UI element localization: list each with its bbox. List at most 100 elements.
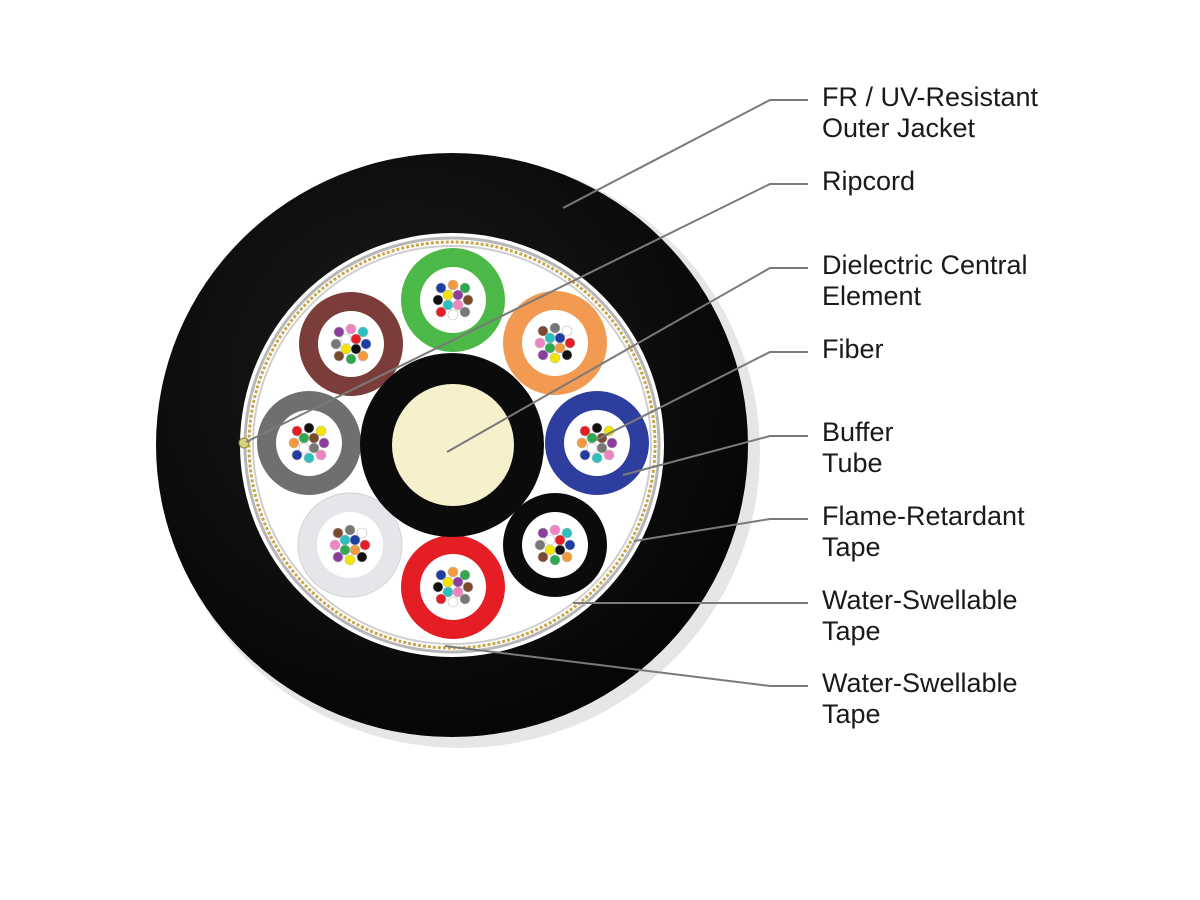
label-ripcord: Ripcord xyxy=(822,166,915,196)
label-water-swellable-tape-1: Water-Swellable Tape xyxy=(822,585,1025,646)
fiber xyxy=(564,539,576,551)
fiber xyxy=(318,437,330,449)
fiber xyxy=(603,449,615,461)
fiber xyxy=(288,437,300,449)
fiber xyxy=(561,349,573,361)
label-outer-jacket: FR / UV-Resistant Outer Jacket xyxy=(822,82,1046,143)
fiber xyxy=(561,527,573,539)
fiber xyxy=(349,534,361,546)
fiber xyxy=(339,534,351,546)
fiber xyxy=(344,554,356,566)
fiber xyxy=(442,576,454,588)
fiber xyxy=(303,452,315,464)
buffer-tube-gel xyxy=(564,410,630,476)
buffer-tube-gray-tube xyxy=(257,391,361,495)
leader-buffer-tube xyxy=(622,435,808,476)
fiber xyxy=(549,524,561,536)
fiber xyxy=(544,534,556,546)
fiber xyxy=(333,326,345,338)
fiber xyxy=(537,325,549,337)
fiber xyxy=(350,343,362,355)
leader-outer-jacket xyxy=(562,99,808,209)
fiber xyxy=(452,289,464,301)
fiber xyxy=(534,539,546,551)
leader-lines xyxy=(245,99,808,687)
fiber xyxy=(315,425,327,437)
leader-central-element xyxy=(446,267,808,453)
fiber xyxy=(349,544,361,556)
buffer-tube-red-tube xyxy=(401,535,505,639)
fiber xyxy=(459,593,471,605)
leader-ripcord xyxy=(245,183,808,443)
label-buffer-tube: Buffer Tube xyxy=(822,417,901,478)
fiber xyxy=(435,593,447,605)
buffer-tube-white-tube xyxy=(297,492,403,598)
fiber xyxy=(442,299,454,311)
dielectric-central-element xyxy=(392,384,514,506)
fiber xyxy=(356,551,368,563)
fiber xyxy=(291,449,303,461)
buffer-tube-gel xyxy=(522,512,588,578)
fiber xyxy=(596,442,608,454)
fiber xyxy=(357,350,369,362)
fiber xyxy=(579,425,591,437)
fiber xyxy=(564,337,576,349)
fiber xyxy=(549,352,561,364)
fiber xyxy=(432,294,444,306)
fiber xyxy=(332,527,344,539)
fiber xyxy=(544,342,556,354)
buffer-tube-gel xyxy=(276,410,342,476)
fiber xyxy=(359,539,371,551)
fiber xyxy=(333,350,345,362)
fiber xyxy=(447,596,459,608)
label-flame-retardant-tape: Flame-Retardant Tape xyxy=(822,501,1032,562)
fiber xyxy=(554,534,566,546)
fiber xyxy=(345,353,357,365)
fiber xyxy=(459,569,471,581)
ripcord xyxy=(238,437,250,449)
fiber xyxy=(534,337,546,349)
buffer-tube-gel xyxy=(420,554,486,620)
fiber xyxy=(442,586,454,598)
fiber xyxy=(554,342,566,354)
fiber xyxy=(447,309,459,321)
fiber xyxy=(554,544,566,556)
fiber xyxy=(452,299,464,311)
fiber xyxy=(345,323,357,335)
leader-water-swellable-tape-2 xyxy=(444,645,808,687)
fiber xyxy=(330,338,342,350)
fiber xyxy=(339,544,351,556)
buffer-tube-green-tube xyxy=(401,248,505,352)
buffer-tubes xyxy=(257,248,649,639)
leader-flame-retardant-tape xyxy=(633,518,808,542)
fiber xyxy=(586,442,598,454)
fiber xyxy=(435,282,447,294)
fiber xyxy=(549,554,561,566)
fiber xyxy=(591,452,603,464)
buffer-tube-gel xyxy=(420,267,486,333)
fiber xyxy=(462,581,474,593)
label-water-swellable-tape-2: Water-Swellable Tape xyxy=(822,668,1025,729)
fiber xyxy=(357,326,369,338)
fiber xyxy=(447,279,459,291)
fiber xyxy=(435,569,447,581)
buffer-tube-gel xyxy=(522,310,588,376)
fiber xyxy=(579,449,591,461)
fiber xyxy=(350,333,362,345)
fiber xyxy=(549,322,561,334)
fiber xyxy=(308,442,320,454)
fiber xyxy=(356,527,368,539)
fiber xyxy=(291,425,303,437)
fiber xyxy=(340,343,352,355)
fiber xyxy=(452,586,464,598)
fiber xyxy=(462,294,474,306)
fiber xyxy=(537,527,549,539)
label-fiber: Fiber xyxy=(822,334,884,364)
fiber xyxy=(442,289,454,301)
fiber xyxy=(332,551,344,563)
fiber xyxy=(459,282,471,294)
fiber xyxy=(340,333,352,345)
fiber xyxy=(432,581,444,593)
fiber xyxy=(561,325,573,337)
